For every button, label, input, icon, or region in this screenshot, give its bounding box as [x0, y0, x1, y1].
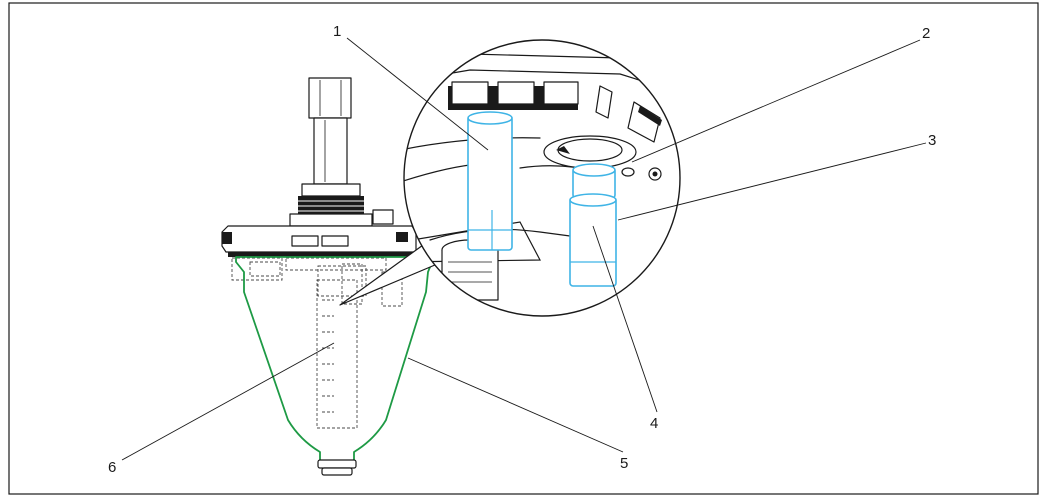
leader-3 [617, 142, 927, 221]
leader-2 [631, 39, 921, 163]
leader-6 [121, 342, 335, 461]
leader-lines [121, 37, 927, 461]
detail-magnifier [403, 39, 681, 317]
leader-5 [407, 357, 624, 453]
detail-circle-outline [403, 39, 681, 317]
callout-labels: 1 2 3 4 5 6 [108, 23, 936, 476]
callout-6: 6 [108, 459, 116, 476]
callout-4: 4 [650, 415, 658, 432]
device-assembly [221, 77, 443, 476]
hidden-internals [231, 257, 403, 429]
funnel-outline [235, 256, 433, 467]
diagram-frame [8, 2, 1039, 495]
funnel-nozzle [317, 459, 357, 476]
housing-plate [221, 225, 417, 257]
pin-1-highlighted [467, 111, 513, 251]
leader-4 [592, 225, 658, 413]
callout-1: 1 [333, 23, 341, 40]
callout-3: 3 [928, 132, 936, 149]
callout-2: 2 [922, 25, 930, 42]
threaded-collar [289, 183, 394, 227]
callout-5: 5 [620, 455, 628, 472]
pin-4-highlighted [569, 163, 617, 287]
leader-1 [346, 37, 489, 151]
top-tube [308, 77, 352, 185]
